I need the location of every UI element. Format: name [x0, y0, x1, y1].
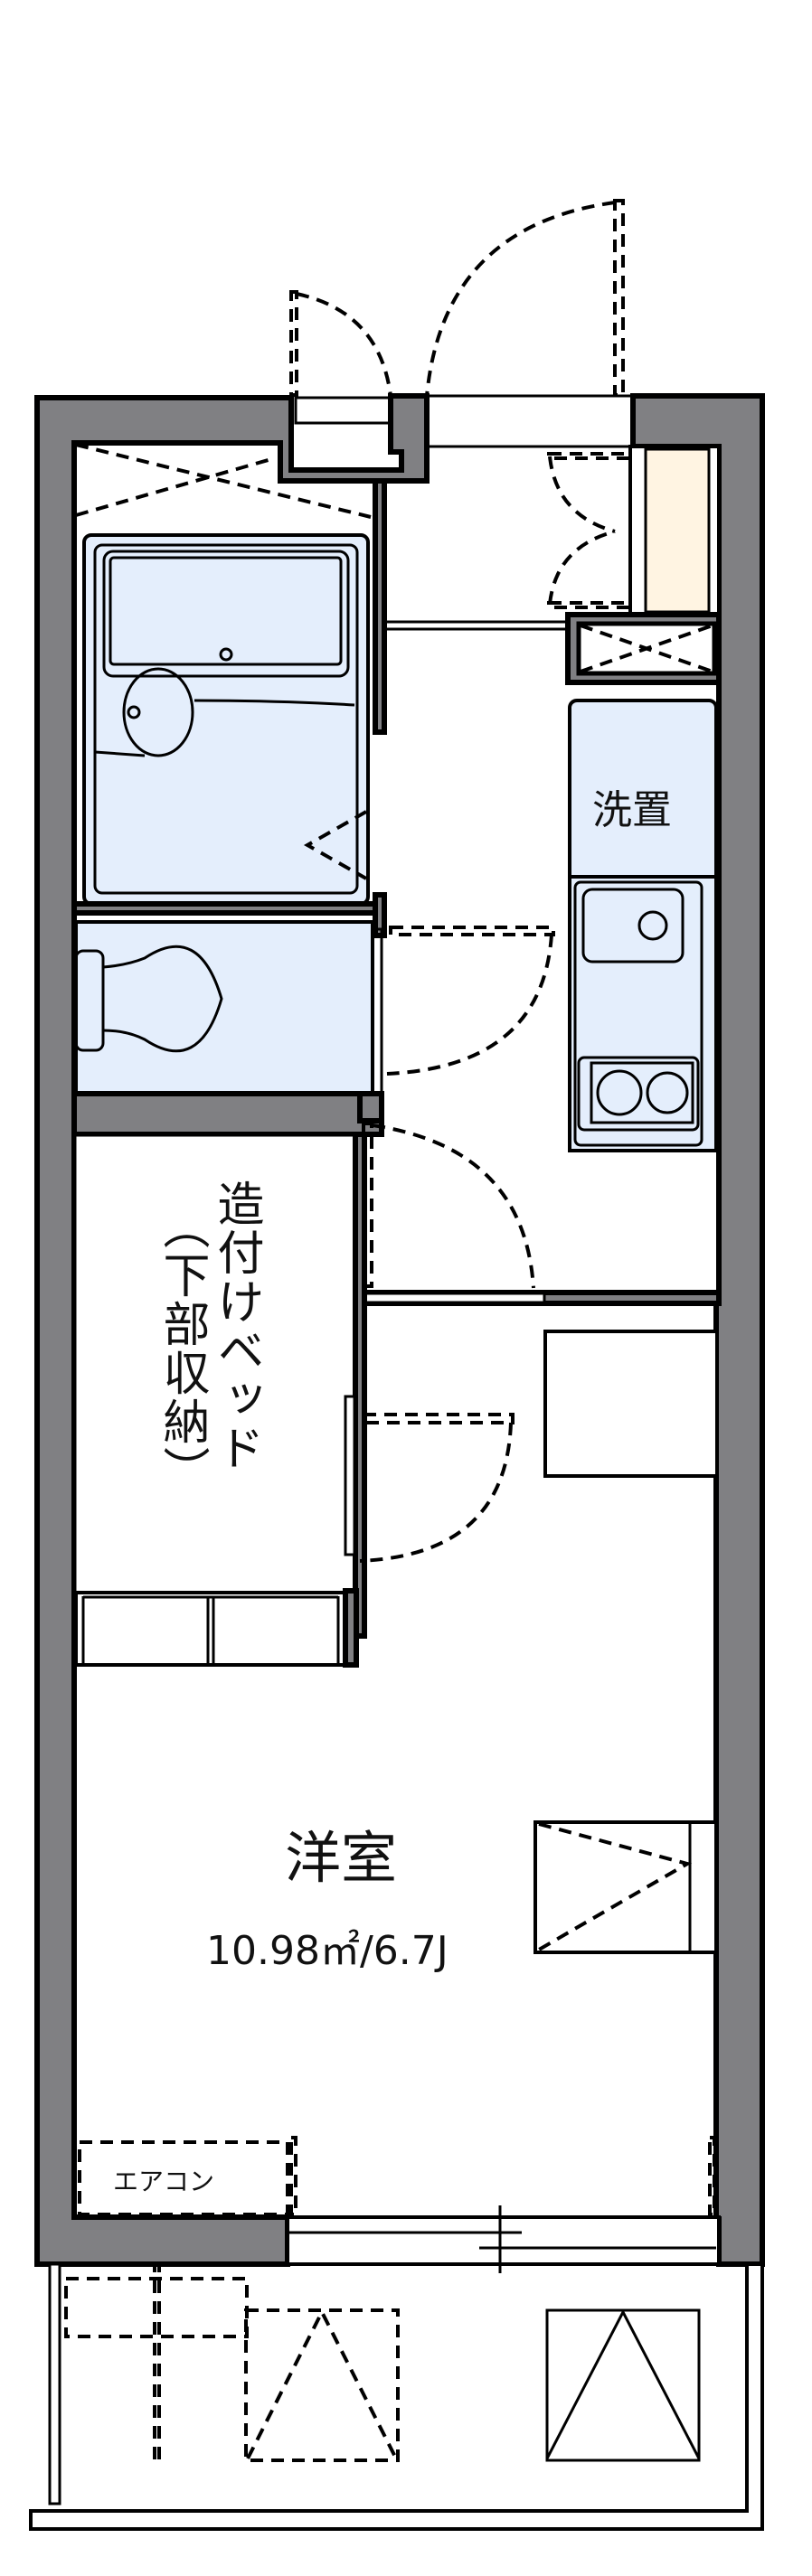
bath-wall — [373, 478, 387, 735]
entrance-door — [425, 199, 625, 397]
built-in-bed — [71, 1132, 367, 1639]
sliding-window — [286, 2205, 721, 2273]
room-area: 10.98㎡/6.7J — [206, 1928, 448, 1974]
balcony — [29, 2262, 764, 2531]
bed-storage-label: （下部収納） — [155, 1202, 209, 1495]
ceiling-vent-entry — [565, 612, 722, 685]
meter-box-door — [289, 290, 392, 397]
kitchen-counter — [568, 875, 718, 1152]
washer-label: 洗置 — [592, 787, 672, 833]
closet-shelf — [74, 1591, 347, 1667]
toilet-door — [386, 926, 555, 1076]
storage-box — [533, 1820, 718, 1954]
unit-bath — [82, 533, 370, 906]
aircon-unit — [78, 2140, 289, 2216]
bed-label: 造付けベッド — [209, 1180, 263, 1472]
room-door — [359, 1413, 515, 1563]
shoe-cabinet — [547, 445, 721, 616]
room-name: 洋室 — [285, 1825, 398, 1891]
closet-door — [362, 1122, 535, 1289]
aircon-label: エアコン — [113, 2167, 215, 2196]
ceiling-vent-bath — [75, 443, 372, 519]
toilet-room — [74, 920, 383, 1098]
fridge-space — [543, 1330, 719, 1478]
